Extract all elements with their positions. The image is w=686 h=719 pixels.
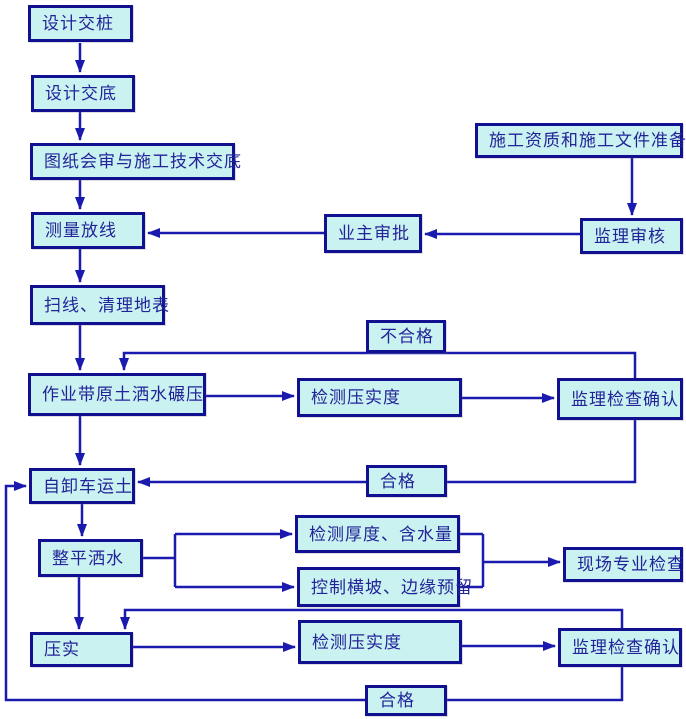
- bracket-merge-to-field-inspection: [460, 532, 485, 589]
- flow-node-supervision-review: 监理审核: [580, 218, 683, 254]
- flow-node-qualified-label-1: 合格: [366, 465, 447, 497]
- flow-node-supervision-check-confirm-2: 监理检查确认: [558, 628, 682, 667]
- line-unqualified-loop-1: [119, 351, 637, 378]
- flow-node-label: 设计交底: [45, 84, 117, 103]
- flow-node-label: 作业带原土洒水碾压: [42, 385, 204, 404]
- flow-node-label: 现场专业检查: [577, 555, 685, 574]
- line-rework-loop-2: [120, 608, 624, 630]
- flow-node-label: 检测压实度: [312, 632, 402, 652]
- flow-node-label: 监理审核: [594, 226, 666, 246]
- flow-node-test-compaction-degree-2: 检测压实度: [298, 620, 462, 664]
- flow-node-drawing-review-tech-disclosure: 图纸会审与施工技术交底: [30, 143, 241, 180]
- bracket-leveling-branches: [143, 534, 177, 587]
- flow-node-label: 施工资质和施工文件准备: [489, 131, 686, 150]
- flow-node-test-thickness-moisture: 检测厚度、含水量: [295, 515, 460, 553]
- flow-node-label: 测量放线: [45, 221, 117, 240]
- flow-node-compaction: 压实: [30, 632, 133, 667]
- line-qualified-loop-1: [137, 420, 637, 487]
- flow-node-label: 监理检查确认: [572, 638, 680, 657]
- flow-node-unqualified-label: 不合格: [366, 320, 446, 353]
- line-qualified-outer-loop: [4, 481, 624, 702]
- flow-node-design-disclosure: 设计交底: [31, 75, 135, 112]
- flow-node-label: 不合格: [380, 327, 434, 346]
- flow-node-label: 合格: [379, 691, 415, 710]
- flow-node-dump-truck-soil: 自卸车运土: [29, 468, 135, 504]
- flow-node-label: 检测厚度、含水量: [309, 524, 453, 544]
- flow-node-control-cross-slope-edge-reserve: 控制横坡、边缘预留: [297, 567, 472, 607]
- flow-node-label: 图纸会审与施工技术交底: [44, 152, 242, 171]
- flow-node-label: 自卸车运土: [43, 476, 133, 496]
- flow-node-work-strip-soil-water-rolling: 作业带原土洒水碾压: [28, 373, 206, 416]
- flow-node-owner-approval: 业主审批: [324, 214, 422, 253]
- flow-node-qualified-label-2: 合格: [365, 685, 447, 716]
- flow-node-label: 检测压实度: [311, 388, 401, 407]
- flow-node-survey-setting-out: 测量放线: [31, 212, 145, 249]
- flow-node-label: 合格: [380, 471, 416, 491]
- flow-node-site-professional-inspection: 现场专业检查: [563, 547, 685, 582]
- flow-node-construction-docs-preparation: 施工资质和施工文件准备: [475, 123, 686, 158]
- flow-node-label: 扫线、清理地表: [44, 295, 170, 315]
- flow-node-label: 业主审批: [338, 224, 410, 243]
- flow-node-sweep-clear-surface: 扫线、清理地表: [30, 285, 169, 325]
- flow-node-label: 压实: [44, 640, 80, 659]
- flow-node-label: 设计交桩: [42, 14, 114, 33]
- flow-node-supervision-check-confirm-1: 监理检查确认: [557, 378, 683, 420]
- flow-node-label: 控制横坡、边缘预留: [311, 577, 473, 597]
- flow-node-design-pile-handover: 设计交桩: [28, 5, 133, 42]
- flow-node-leveling-watering: 整平洒水: [38, 539, 143, 577]
- flow-node-label: 整平洒水: [52, 548, 124, 568]
- flow-node-test-compaction-degree-1: 检测压实度: [297, 378, 462, 417]
- flow-node-label: 监理检查确认: [571, 389, 679, 409]
